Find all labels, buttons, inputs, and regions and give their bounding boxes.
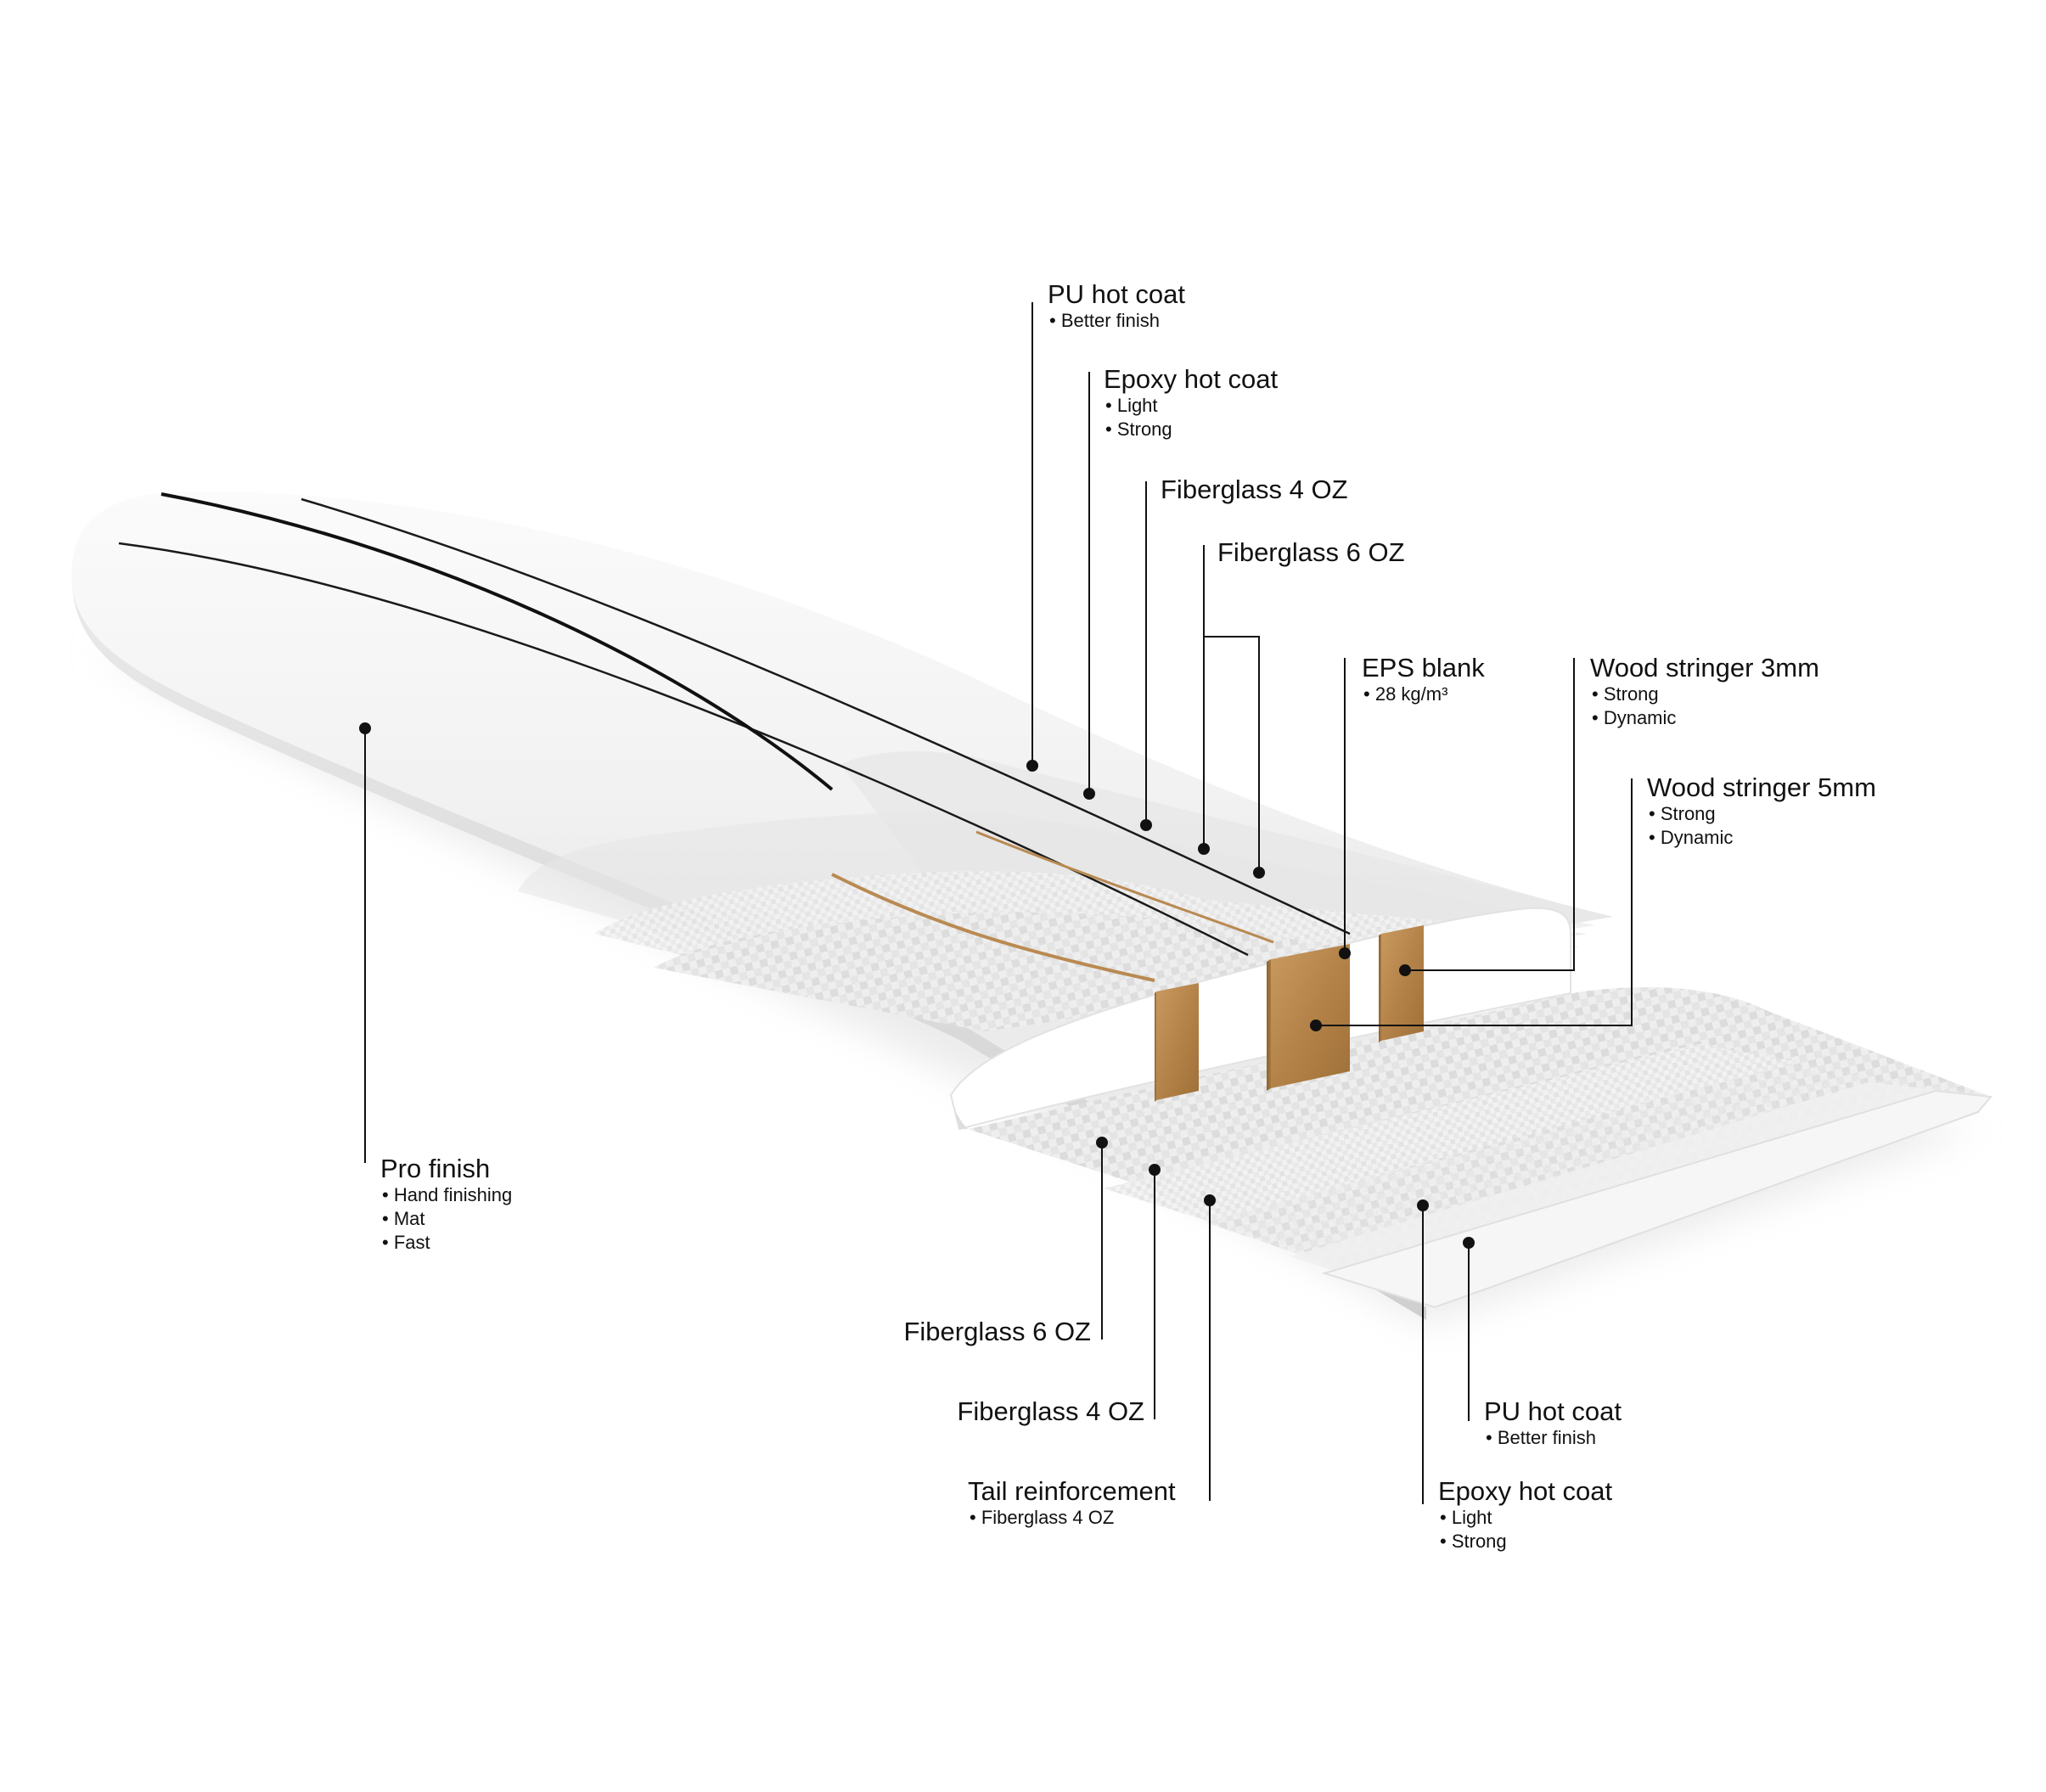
label-title: Epoxy hot coat — [1438, 1476, 1613, 1506]
leader-wood-stringer-3mm — [1405, 658, 1575, 971]
label-bullet: • Dynamic — [1592, 707, 1677, 728]
label-bullet: • Strong — [1592, 683, 1659, 705]
label-fiberglass-6oz-top: Fiberglass 6 OZ — [1217, 538, 1405, 567]
bottom-pu-coat-layer — [1321, 1089, 1993, 1309]
label-title: Fiberglass 4 OZ — [1161, 475, 1348, 504]
label-bullet: • Dynamic — [1649, 827, 1734, 848]
dot-fiberglass-6oz-top-b — [1253, 867, 1265, 879]
stringer-line-1-wood — [831, 873, 1155, 982]
label-bullet: • Mat — [382, 1208, 425, 1229]
label-title: Fiberglass 6 OZ — [903, 1317, 1091, 1346]
label-fiberglass-4oz-top: Fiberglass 4 OZ — [1161, 475, 1348, 504]
label-wood-stringer-3mm: Wood stringer 3mm • Strong • Dynamic — [1590, 654, 1819, 730]
label-epoxy-hot-coat-bottom: Epoxy hot coat • Light • Strong — [1438, 1477, 1612, 1553]
label-tail-reinforcement: Tail reinforcement • Fiberglass 4 OZ — [968, 1477, 1176, 1530]
label-title: PU hot coat — [1048, 279, 1185, 309]
leader-lines — [364, 302, 1633, 1504]
anchor-dots — [359, 722, 1475, 1249]
label-title: Fiberglass 4 OZ — [957, 1396, 1144, 1426]
label-title: Tail reinforcement — [968, 1476, 1176, 1506]
label-title: Epoxy hot coat — [1104, 364, 1279, 394]
label-title: Wood stringer 5mm — [1647, 772, 1876, 802]
label-pro-finish: Pro finish • Hand finishing • Mat • Fast — [380, 1154, 512, 1255]
dot-epoxy-hot-coat-top — [1083, 788, 1095, 800]
wood-stringer-center — [1267, 944, 1350, 1091]
label-pu-hot-coat-bottom: PU hot coat • Better finish — [1484, 1397, 1622, 1450]
dot-fiberglass-4oz-bottom — [1149, 1164, 1161, 1176]
label-eps-blank: EPS blank • 28 kg/m³ — [1362, 654, 1485, 706]
label-title: EPS blank — [1362, 653, 1485, 683]
dot-wood-stringer-3mm — [1399, 964, 1411, 976]
wood-stringer-right — [1379, 925, 1424, 1042]
eps-blank-front-face — [951, 1095, 968, 1129]
label-bullet: • Light — [1440, 1507, 1492, 1528]
label-bullet: • Strong — [1649, 803, 1716, 824]
label-pu-hot-coat-top: PU hot coat • Better finish — [1048, 280, 1185, 333]
label-bullet: • Light — [1105, 395, 1158, 416]
stringer-line-3 — [301, 497, 1351, 935]
label-title: PU hot coat — [1484, 1396, 1622, 1426]
label-bullet: • Fiberglass 4 OZ — [970, 1507, 1115, 1528]
stringer-line-1 — [118, 542, 1249, 957]
label-title: Wood stringer 3mm — [1590, 653, 1819, 683]
label-fiberglass-4oz-bottom: Fiberglass 4 OZ — [900, 1397, 1144, 1426]
leader-wood-stringer-5mm — [1316, 778, 1633, 1026]
label-bullet: • 28 kg/m³ — [1363, 683, 1448, 705]
dot-pu-hot-coat-top — [1026, 760, 1038, 772]
label-bullet: • Hand finishing — [382, 1184, 513, 1205]
stringer-line-2 — [160, 492, 834, 791]
dot-fiberglass-4oz-top — [1140, 819, 1152, 831]
label-bullet: • Strong — [1105, 419, 1172, 440]
dot-wood-stringer-5mm — [1310, 1020, 1322, 1031]
label-bullet: • Fast — [382, 1232, 430, 1253]
label-bullet: • Better finish — [1049, 310, 1160, 331]
label-title: Pro finish — [380, 1154, 491, 1183]
dot-pu-hot-coat-bottom — [1463, 1237, 1475, 1249]
wood-stringer-left — [1155, 983, 1199, 1102]
dot-epoxy-hot-coat-bottom — [1417, 1199, 1429, 1211]
label-bullet: • Strong — [1440, 1531, 1507, 1552]
label-title: Fiberglass 6 OZ — [1217, 537, 1405, 567]
label-epoxy-hot-coat-top: Epoxy hot coat • Light • Strong — [1104, 365, 1278, 441]
dot-pro-finish — [359, 722, 371, 734]
dot-tail-reinforcement — [1204, 1194, 1216, 1206]
label-wood-stringer-5mm: Wood stringer 5mm • Strong • Dynamic — [1647, 773, 1876, 850]
stringer-line-2-wood — [975, 830, 1274, 944]
dot-eps-blank — [1339, 947, 1351, 959]
leader-fiberglass-6oz-top — [1203, 545, 1260, 873]
label-bullet: • Better finish — [1486, 1427, 1596, 1448]
dot-fiberglass-6oz-bottom — [1096, 1137, 1108, 1149]
dot-fiberglass-6oz-top-a — [1198, 843, 1210, 855]
label-fiberglass-6oz-bottom: Fiberglass 6 OZ — [849, 1317, 1091, 1346]
